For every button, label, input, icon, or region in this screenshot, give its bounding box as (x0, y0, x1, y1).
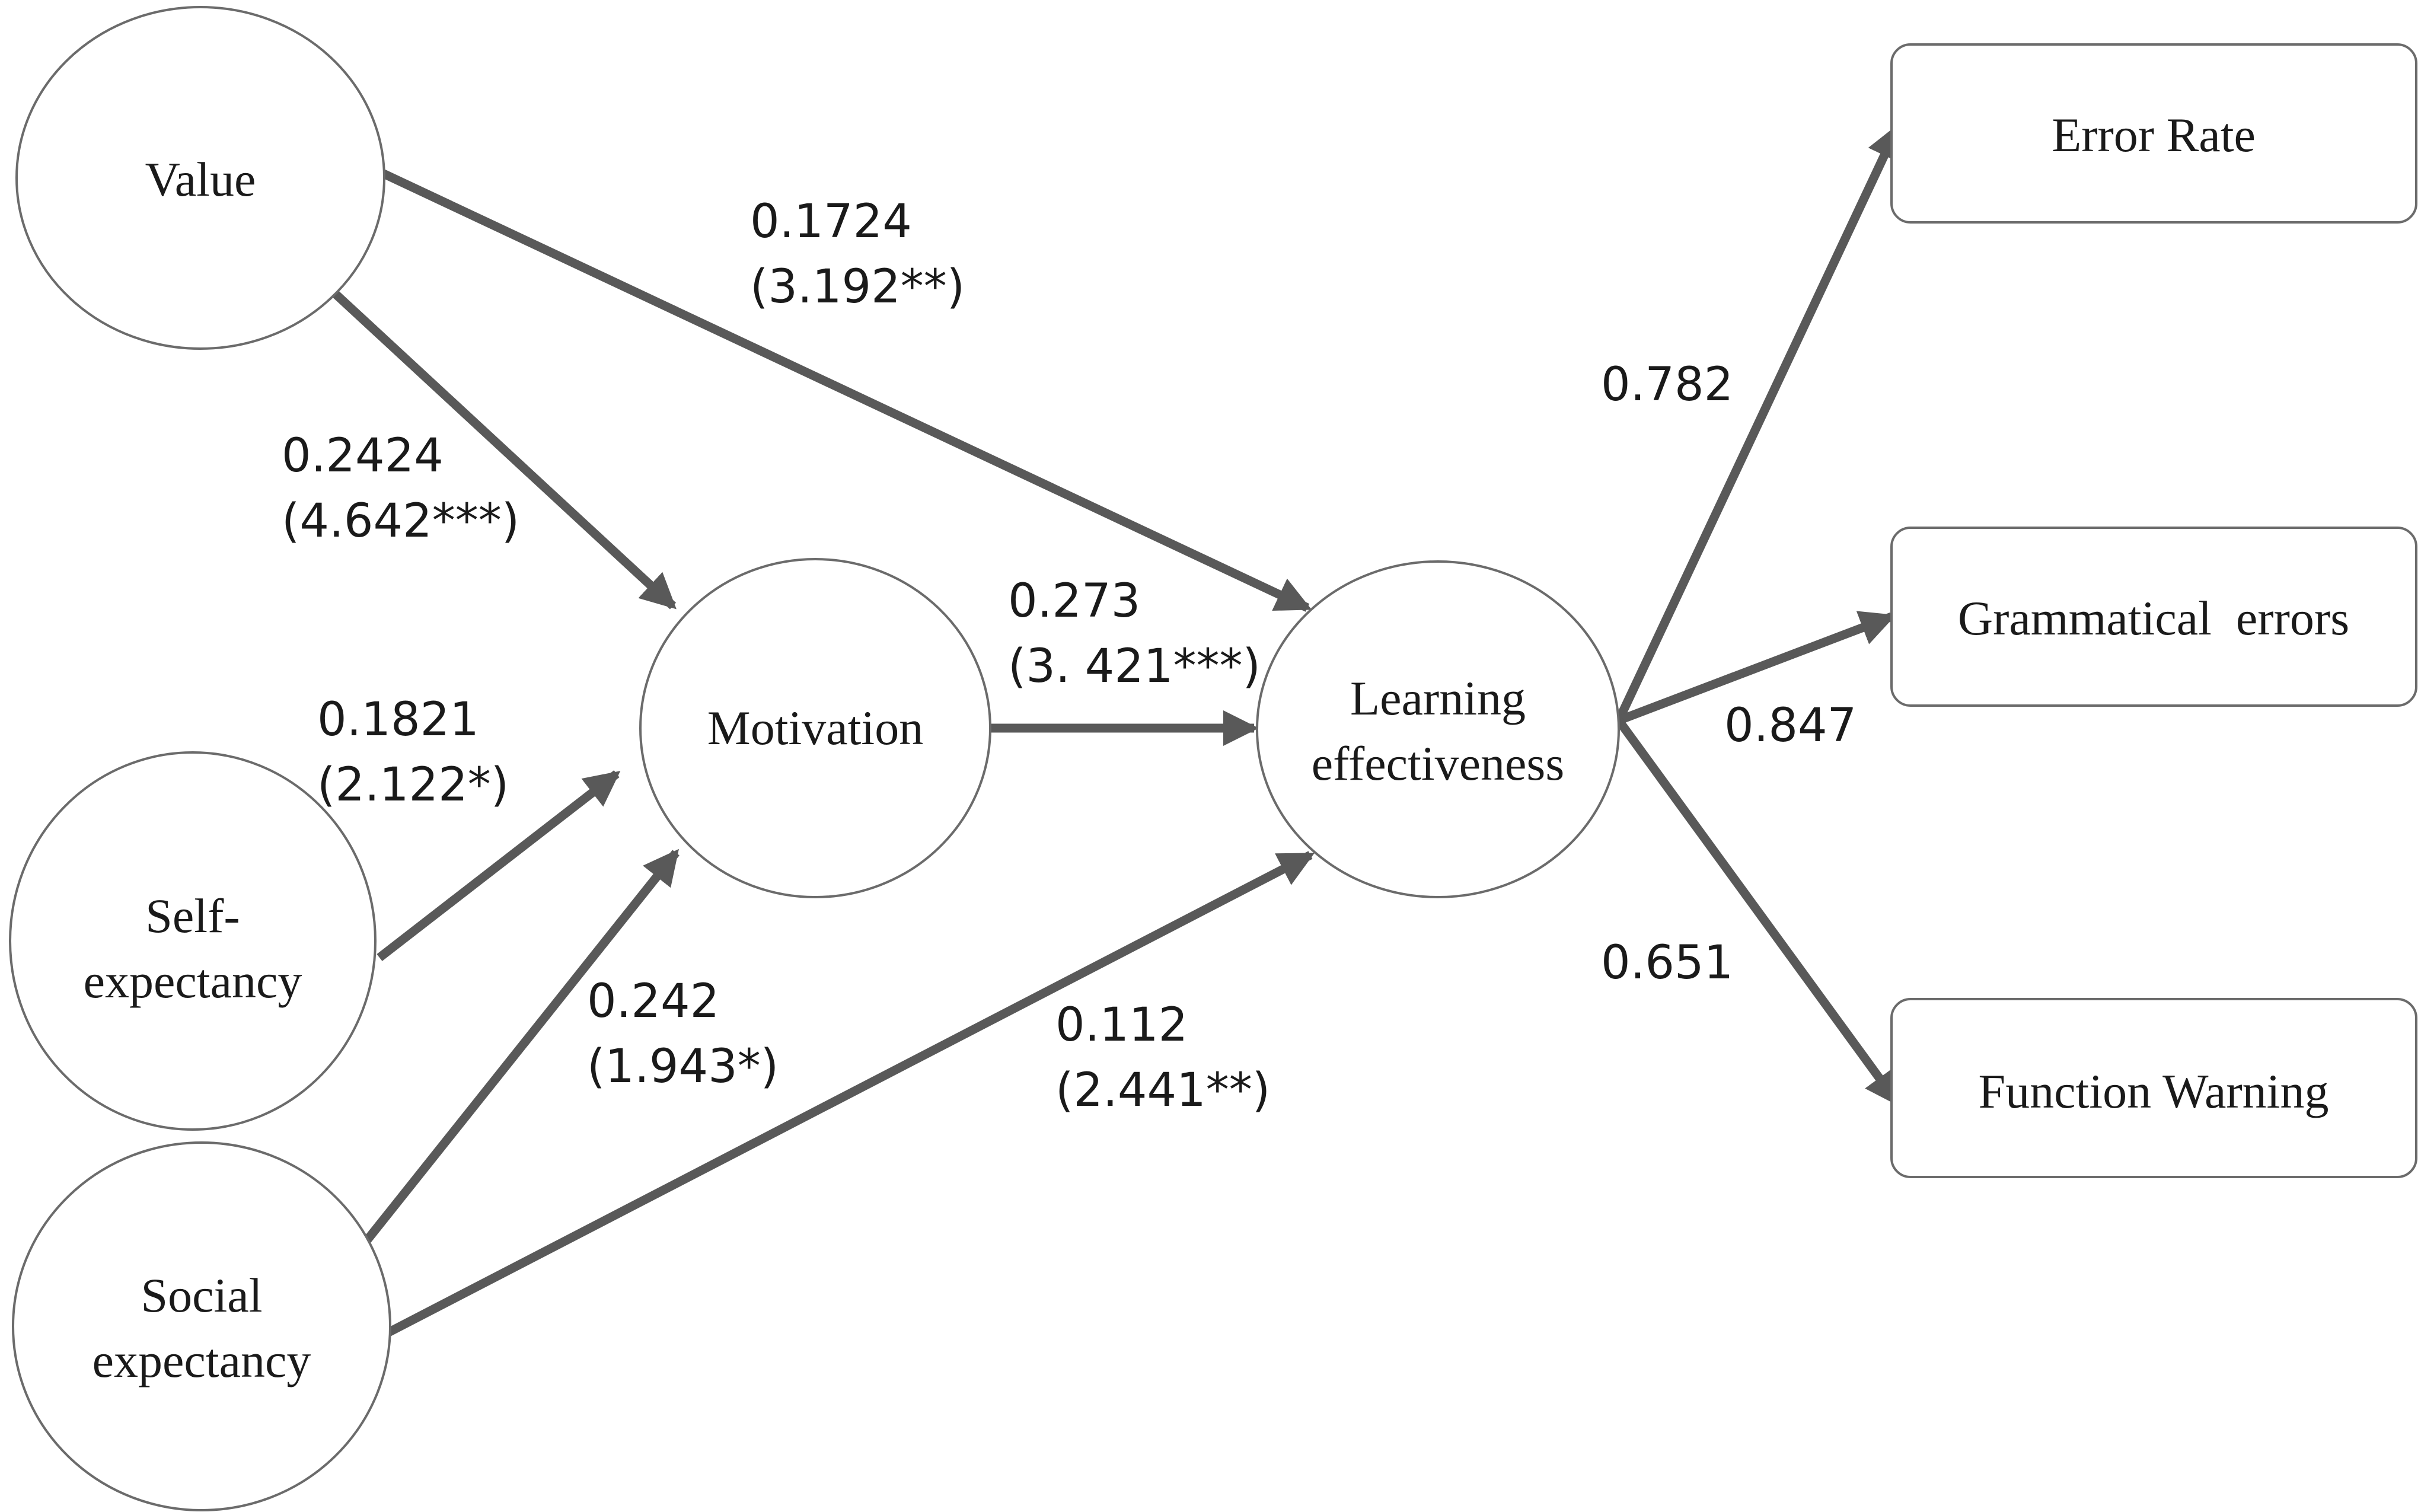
node-social-expectancy: Social expectancy (12, 1141, 391, 1511)
svg-text:Function Warning: Function Warning (1979, 1064, 2329, 1118)
label-learning-to-function-warning-coef: 0.651 (1601, 936, 1733, 990)
label-learning-to-grammatical-coef: 0.847 (1724, 699, 1857, 752)
label-social-to-motivation-t: (1.943*) (587, 1040, 779, 1093)
label-value-to-learning-coef: 0.1724 (750, 195, 912, 248)
svg-text:Self-: Self- (145, 889, 240, 943)
svg-text:expectancy: expectancy (92, 1334, 311, 1387)
label-value-to-motivation-t: (4.642***) (282, 495, 519, 548)
svg-text:effectiveness: effectiveness (1312, 736, 1565, 790)
node-learning-effectiveness: Learning effectiveness (1256, 560, 1620, 898)
node-motivation: Motivation (639, 558, 991, 898)
edge-value-to-learning (380, 169, 1312, 612)
label-value-to-motivation-coef: 0.2424 (282, 429, 444, 483)
node-function-warning: Function Warning (1890, 998, 2417, 1178)
edge-learning-to-error-rate (1615, 123, 1902, 723)
label-learning-to-error-rate-coef: 0.782 (1601, 358, 1733, 412)
svg-text:Error Rate: Error Rate (2052, 108, 2256, 162)
node-grammatical-errors: Grammatical errors (1890, 527, 2417, 707)
svg-text:Grammatical errors: Grammatical errors (1958, 591, 2349, 645)
label-social-to-learning-t: (2.441**) (1055, 1064, 1270, 1117)
node-value: Value (15, 6, 385, 350)
edge-learning-to-function-warning (1615, 717, 1902, 1107)
edge-social-to-learning (377, 851, 1315, 1341)
label-motivation-to-learning-coef: 0.273 (1008, 575, 1140, 628)
svg-text:Motivation: Motivation (707, 701, 923, 755)
node-error-rate: Error Rate (1890, 43, 2417, 224)
label-self-to-motivation-t: (2.122*) (317, 758, 509, 812)
edge-learning-to-grammatical-errors (1617, 611, 1896, 725)
label-social-to-motivation-coef: 0.242 (587, 975, 719, 1028)
svg-text:expectancy: expectancy (84, 954, 302, 1008)
edge-social-to-motivation (351, 848, 680, 1259)
label-self-to-motivation-coef: 0.1821 (317, 693, 479, 747)
svg-text:Value: Value (145, 152, 256, 206)
svg-text:Social: Social (141, 1268, 263, 1322)
svg-text:Learning: Learning (1350, 671, 1526, 725)
node-self-expectancy: Self- expectancy (9, 751, 377, 1131)
edge-value-to-motivation (331, 290, 677, 610)
label-value-to-learning-t: (3.192**) (750, 260, 965, 314)
label-motivation-to-learning-t: (3. 421***) (1008, 640, 1261, 693)
label-social-to-learning-coef: 0.112 (1055, 999, 1188, 1052)
edge-self-to-motivation (377, 770, 621, 961)
